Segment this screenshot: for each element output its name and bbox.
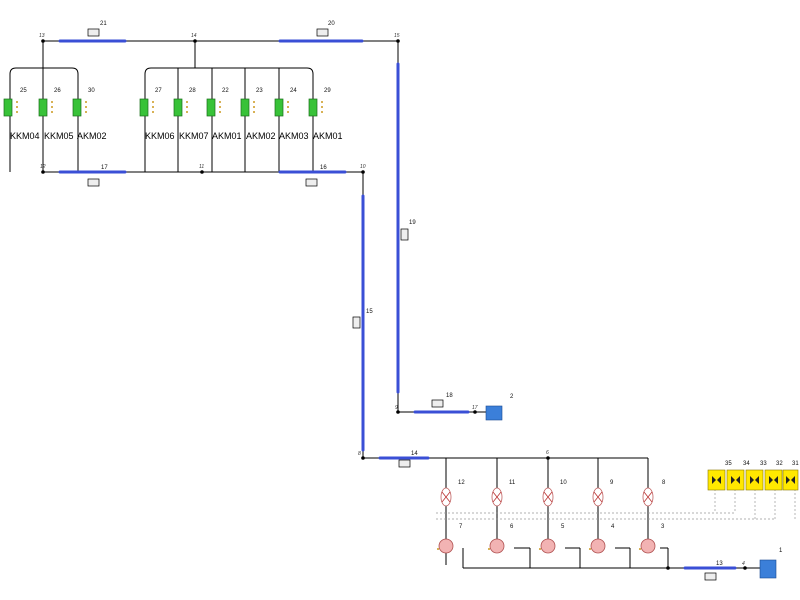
svg-text:2: 2 bbox=[510, 394, 514, 400]
valves: 12 11 10 9 8 bbox=[440, 480, 666, 507]
pump-3[interactable]: 3 bbox=[639, 524, 665, 554]
consumer-name: AKM03 bbox=[279, 131, 309, 141]
svg-text:10: 10 bbox=[560, 480, 567, 486]
consumer-name: KKM06 bbox=[145, 131, 175, 141]
svg-text:6: 6 bbox=[510, 524, 514, 530]
consumer-30[interactable]: 30 AKM02 bbox=[72, 88, 107, 141]
svg-text:9: 9 bbox=[610, 480, 614, 486]
pipe-label-15: 15 bbox=[366, 309, 373, 315]
svg-text:35: 35 bbox=[725, 461, 732, 467]
consumer-28[interactable]: 28 KKM07 bbox=[173, 88, 209, 141]
consumers: 25 KKM04 26 KKM05 30 AKM02 27 KKM06 bbox=[3, 88, 343, 141]
svg-text:5: 5 bbox=[561, 524, 565, 530]
tanks: 2 1 bbox=[485, 394, 783, 579]
pipe-label-21: 21 bbox=[100, 21, 107, 27]
svg-text:4: 4 bbox=[742, 561, 745, 567]
pump-6[interactable]: 6 bbox=[488, 524, 514, 554]
node-label-15: 15 bbox=[394, 33, 400, 39]
svg-text:28: 28 bbox=[189, 88, 196, 94]
pipe-label-18: 18 bbox=[446, 393, 453, 399]
svg-text:17: 17 bbox=[472, 405, 478, 411]
fan-33[interactable]: 33 bbox=[745, 461, 767, 491]
svg-text:23: 23 bbox=[256, 88, 263, 94]
consumer-name: AKM02 bbox=[77, 131, 107, 141]
fan-34[interactable]: 34 bbox=[726, 461, 750, 491]
consumer-name: AKM01 bbox=[212, 131, 242, 141]
valve-11[interactable]: 11 bbox=[491, 480, 516, 507]
svg-text:25: 25 bbox=[20, 88, 27, 94]
tank-2[interactable]: 2 bbox=[485, 394, 514, 421]
tank-1[interactable]: 1 bbox=[759, 548, 783, 579]
pipe-label-14: 14 bbox=[411, 451, 418, 457]
pump-4[interactable]: 4 bbox=[589, 524, 615, 554]
consumer-name: KKM04 bbox=[10, 131, 40, 141]
svg-text:11: 11 bbox=[199, 164, 204, 170]
pump-5[interactable]: 5 bbox=[539, 524, 565, 554]
pipe-label-13: 13 bbox=[716, 561, 723, 567]
svg-text:3: 3 bbox=[661, 524, 665, 530]
pipe-numbers: 21 20 17 16 19 15 18 14 13 bbox=[100, 21, 723, 567]
consumer-29[interactable]: 29 AKM01 bbox=[308, 88, 343, 141]
svg-text:29: 29 bbox=[324, 88, 331, 94]
pump-7[interactable]: 7 bbox=[437, 524, 463, 554]
pumps: 7 6 5 4 3 bbox=[437, 524, 665, 554]
junctions bbox=[41, 39, 747, 570]
consumer-25[interactable]: 25 KKM04 bbox=[3, 88, 40, 141]
svg-text:27: 27 bbox=[155, 88, 162, 94]
consumer-name: KKM05 bbox=[44, 131, 74, 141]
svg-text:12: 12 bbox=[40, 164, 46, 170]
pipe-tags bbox=[87, 28, 717, 581]
fan-35[interactable]: 35 bbox=[707, 461, 732, 491]
svg-text:11: 11 bbox=[509, 480, 516, 486]
svg-text:8: 8 bbox=[662, 480, 666, 486]
svg-text:7: 7 bbox=[459, 524, 463, 530]
svg-text:8: 8 bbox=[358, 451, 361, 457]
consumer-23[interactable]: 23 AKM02 bbox=[240, 88, 276, 141]
node-label-13: 13 bbox=[39, 33, 45, 39]
svg-text:31: 31 bbox=[792, 461, 799, 467]
svg-text:32: 32 bbox=[776, 461, 783, 467]
pipe-label-17: 17 bbox=[101, 165, 108, 171]
fan-32[interactable]: 32 bbox=[764, 461, 783, 491]
svg-text:12: 12 bbox=[458, 480, 465, 486]
svg-text:34: 34 bbox=[743, 461, 750, 467]
pipe-label-19: 19 bbox=[409, 220, 416, 226]
consumer-name: AKM02 bbox=[246, 131, 276, 141]
valve-10[interactable]: 10 bbox=[542, 480, 567, 507]
fans: 35 34 33 32 31 bbox=[707, 461, 799, 491]
svg-text:24: 24 bbox=[290, 88, 297, 94]
consumer-name: AKM01 bbox=[313, 131, 343, 141]
pipes bbox=[58, 39, 737, 570]
consumer-24[interactable]: 24 AKM03 bbox=[274, 88, 309, 141]
svg-text:9: 9 bbox=[395, 405, 398, 411]
consumer-name: KKM07 bbox=[179, 131, 209, 141]
consumer-26[interactable]: 26 KKM05 bbox=[38, 88, 74, 141]
consumer-27[interactable]: 27 KKM06 bbox=[139, 88, 175, 141]
svg-text:1: 1 bbox=[779, 548, 783, 554]
fan-31[interactable]: 31 bbox=[782, 461, 799, 491]
svg-text:4: 4 bbox=[611, 524, 615, 530]
svg-text:26: 26 bbox=[54, 88, 61, 94]
svg-text:6: 6 bbox=[546, 450, 549, 456]
svg-text:22: 22 bbox=[222, 88, 229, 94]
valve-9[interactable]: 9 bbox=[592, 480, 614, 507]
pipe-label-16: 16 bbox=[320, 165, 327, 171]
svg-text:30: 30 bbox=[88, 88, 95, 94]
consumer-22[interactable]: 22 AKM01 bbox=[206, 88, 242, 141]
node-label-14: 14 bbox=[191, 33, 197, 39]
pipe-label-20: 20 bbox=[328, 21, 335, 27]
control-lines bbox=[436, 489, 796, 520]
svg-text:10: 10 bbox=[360, 164, 366, 170]
valve-12[interactable]: 12 bbox=[440, 480, 465, 507]
svg-text:33: 33 bbox=[760, 461, 767, 467]
valve-8[interactable]: 8 bbox=[642, 480, 666, 507]
node-numbers: 13 14 15 12 11 10 9 17 8 6 4 bbox=[39, 33, 745, 567]
